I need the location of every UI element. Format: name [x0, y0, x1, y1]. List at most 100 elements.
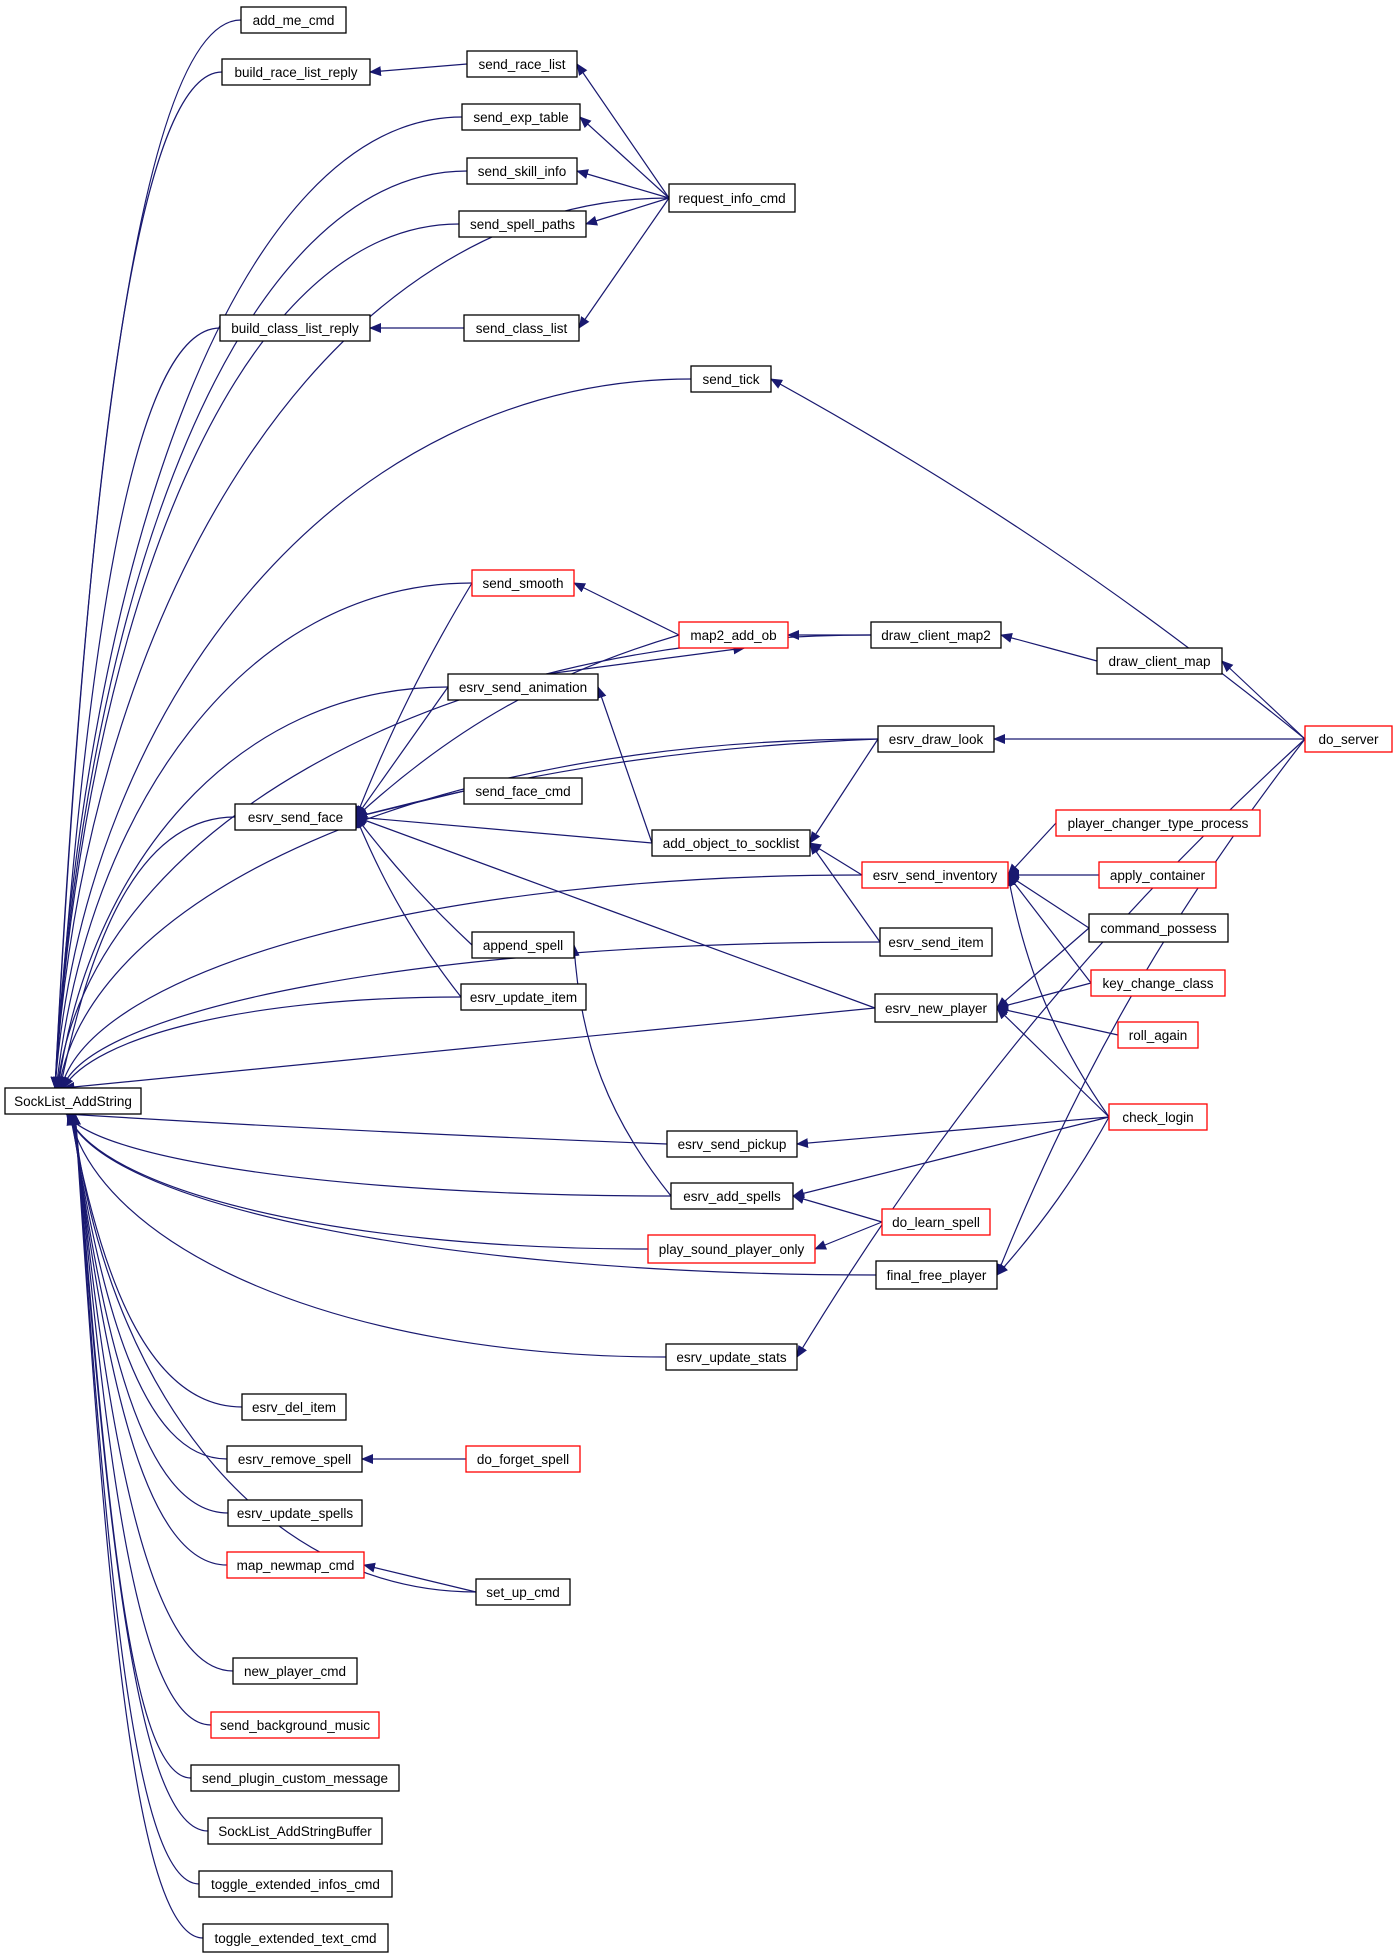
edge [576, 63, 670, 199]
graph-node-map2-add-ob[interactable]: map2_add_ob [678, 621, 789, 649]
node-box [210, 1711, 380, 1739]
call-edge-esrv-draw-look-to-root [55, 738, 879, 1089]
node-label: do_learn_spell [892, 1215, 980, 1230]
graph-node-send-tick[interactable]: send_tick [690, 365, 772, 393]
graph-node-esrv-add-spells[interactable]: esrv_add_spells [670, 1182, 794, 1210]
graph-node-append-spell[interactable]: append_spell [471, 931, 575, 959]
graph-node-send-face-cmd[interactable]: send_face_cmd [463, 777, 583, 805]
edge [1005, 874, 1110, 1118]
call-edge-send-background-music-to-root [70, 1113, 212, 1726]
node-label: esrv_remove_spell [238, 1452, 351, 1467]
call-edge-play-sound-player-only-to-root [66, 1113, 649, 1250]
graph-node-do-forget-spell[interactable]: do_forget_spell [465, 1445, 581, 1473]
graph-node-apply-container[interactable]: apply_container [1098, 861, 1217, 889]
graph-node-new-player-cmd[interactable]: new_player_cmd [232, 1657, 358, 1685]
node-label: send_smooth [482, 576, 563, 591]
graph-node-request-info-cmd[interactable]: request_info_cmd [668, 183, 796, 213]
node-box [190, 1764, 400, 1792]
graph-node-toggle-extended-infos-cmd[interactable]: toggle_extended_infos_cmd [198, 1870, 393, 1898]
edge [579, 116, 670, 199]
graph-node-esrv-update-spells[interactable]: esrv_update_spells [227, 1499, 363, 1527]
call-edge-build-class-list-reply-to-root [50, 327, 221, 1089]
call-edge-check-login-to-esrv-send-inventory [1005, 874, 1110, 1118]
graph-node-esrv-send-pickup[interactable]: esrv_send_pickup [666, 1130, 798, 1158]
call-edge-esrv-draw-look-to-add-object-to-socklist [809, 738, 879, 844]
graph-node-check-login[interactable]: check_login [1108, 1103, 1208, 1131]
edge [996, 1116, 1110, 1276]
edge [66, 1113, 649, 1250]
node-label: apply_container [1110, 868, 1206, 883]
graph-node-send-race-list[interactable]: send_race_list [466, 50, 578, 78]
graph-node-add-me-cmd[interactable]: add_me_cmd [240, 6, 347, 34]
call-edge-add-object-to-socklist-to-esrv-send-animation [596, 686, 653, 844]
graph-node-build-race-list-reply[interactable]: build_race_list_reply [221, 58, 371, 86]
graph-node-esrv-update-stats[interactable]: esrv_update_stats [665, 1343, 798, 1371]
call-edge-map-newmap-cmd-to-root [69, 1113, 228, 1566]
call-edge-send-smooth-to-root [52, 582, 473, 1089]
graph-node-roll-again[interactable]: roll_again [1117, 1021, 1199, 1049]
graph-node-esrv-send-face[interactable]: esrv_send_face [234, 803, 357, 831]
node-box [877, 725, 995, 753]
graph-node-esrv-del-item[interactable]: esrv_del_item [241, 1393, 347, 1421]
graph-node-esrv-new-player[interactable]: esrv_new_player [874, 993, 998, 1023]
edge [64, 1109, 668, 1145]
call-edge-request-info-cmd-to-send-class-list [578, 197, 670, 329]
node-box [1098, 861, 1217, 889]
node-box [198, 1870, 393, 1898]
graph-node-map-newmap-cmd[interactable]: map_newmap_cmd [226, 1551, 365, 1579]
graph-node-add-object-to-socklist[interactable]: add_object_to_socklist [651, 829, 811, 857]
edge [70, 1113, 200, 1885]
node-label: esrv_send_pickup [678, 1137, 787, 1152]
root-node-socklist-addstring: SockList_AddString [4, 1087, 142, 1115]
graph-node-send-skill-info[interactable]: send_skill_info [466, 157, 578, 185]
graph-node-draw-client-map2[interactable]: draw_client_map2 [870, 621, 1002, 649]
node-box [226, 1445, 363, 1473]
call-edge-append-spell-to-esrv-send-face [355, 816, 473, 946]
call-edge-final-free-player-to-root [66, 1113, 877, 1276]
graph-node-socklist-addstringbuffer[interactable]: SockList_AddStringBuffer [207, 1817, 383, 1845]
graph-node-command-possess[interactable]: command_possess [1088, 913, 1229, 943]
graph-node-play-sound-player-only[interactable]: play_sound_player_only [647, 1234, 816, 1264]
node-box [471, 931, 575, 959]
graph-node-send-smooth[interactable]: send_smooth [471, 569, 575, 597]
call-edge-request-info-cmd-to-send-race-list [576, 63, 670, 199]
node-label: send_skill_info [478, 164, 567, 179]
graph-node-esrv-send-animation[interactable]: esrv_send_animation [447, 673, 599, 701]
node-label: send_spell_paths [470, 217, 575, 232]
graph-node-player-changer-type-process[interactable]: player_changer_type_process [1055, 809, 1261, 837]
node-label: send_tick [702, 372, 759, 387]
graph-node-do-server[interactable]: do_server [1304, 725, 1393, 753]
call-edge-esrv-send-animation-to-root [54, 686, 449, 1089]
call-edge-check-login-to-esrv-new-player [996, 1007, 1110, 1118]
graph-node-key-change-class[interactable]: key_change_class [1090, 969, 1226, 997]
edge [57, 816, 236, 1089]
graph-node-esrv-send-item[interactable]: esrv_send_item [879, 927, 993, 957]
node-label: SockList_AddStringBuffer [218, 1824, 372, 1839]
graph-node-toggle-extended-text-cmd[interactable]: toggle_extended_text_cmd [202, 1923, 389, 1953]
call-edge-esrv-send-item-to-root [61, 941, 881, 1089]
graph-node-do-learn-spell[interactable]: do_learn_spell [881, 1208, 991, 1236]
edge [996, 982, 1092, 1011]
graph-node-set-up-cmd[interactable]: set_up_cmd [475, 1578, 571, 1606]
graph-node-final-free-player[interactable]: final_free_player [875, 1260, 998, 1290]
graph-node-esrv-remove-spell[interactable]: esrv_remove_spell [226, 1445, 363, 1473]
graph-node-send-plugin-custom-message[interactable]: send_plugin_custom_message [190, 1764, 400, 1792]
graph-node-send-exp-table[interactable]: send_exp_table [461, 103, 581, 131]
call-edge-esrv-add-spells-to-root [66, 1113, 672, 1197]
edge [55, 738, 879, 1089]
graph-node-draw-client-map[interactable]: draw_client_map [1096, 647, 1223, 675]
graph-node-esrv-send-inventory[interactable]: esrv_send_inventory [861, 861, 1009, 889]
edge [50, 223, 460, 1089]
graph-node-build-class-list-reply[interactable]: build_class_list_reply [219, 314, 371, 342]
edge [355, 816, 462, 998]
node-box [226, 1551, 365, 1579]
graph-node-send-spell-paths[interactable]: send_spell_paths [458, 210, 587, 238]
node-box [463, 314, 580, 342]
graph-node-esrv-update-item[interactable]: esrv_update_item [460, 983, 587, 1011]
node-label: command_possess [1100, 921, 1217, 936]
edge [792, 1116, 1110, 1199]
graph-node-send-class-list[interactable]: send_class_list [463, 314, 580, 342]
call-edge-check-login-to-final-free-player [996, 1116, 1110, 1276]
graph-node-esrv-draw-look[interactable]: esrv_draw_look [877, 725, 995, 753]
graph-node-send-background-music[interactable]: send_background_music [210, 1711, 380, 1739]
